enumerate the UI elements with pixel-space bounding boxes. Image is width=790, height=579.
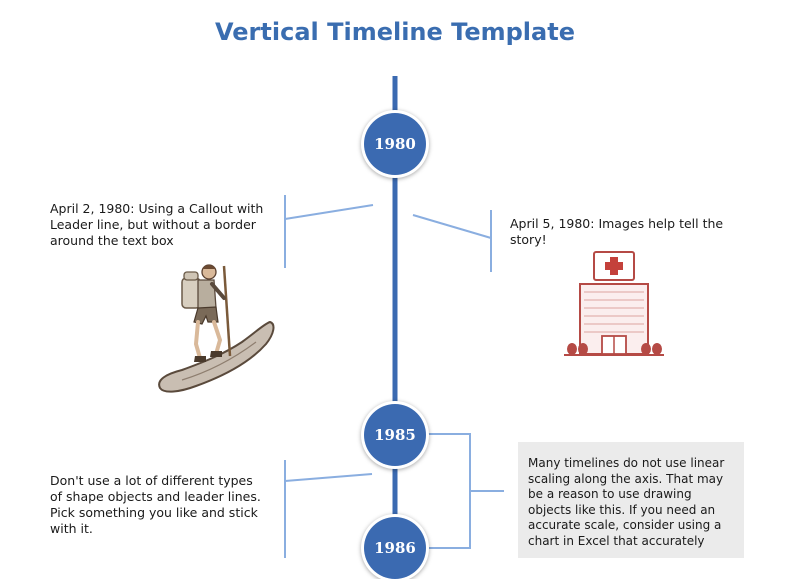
leader-line <box>412 214 492 239</box>
hiker-icon <box>158 264 275 393</box>
year-marker-1985: 1985 <box>364 404 426 466</box>
callout-right-1985: Many timelines do not use linear scaling… <box>528 456 725 548</box>
callout-box-right-1985: Many timelines do not use linear scaling… <box>518 442 744 558</box>
year-marker-1980: 1980 <box>364 113 426 175</box>
page-title: Vertical Timeline Template <box>215 18 575 46</box>
callout-right-1980: April 5, 1980: Images help tell the stor… <box>510 216 724 247</box>
year-marker-1986: 1986 <box>364 517 426 579</box>
leader-line <box>284 473 373 482</box>
leader-line <box>284 204 374 220</box>
leader-bracket <box>420 433 471 549</box>
callout-left-1980: April 2, 1980: Using a Callout with Lead… <box>50 201 264 248</box>
callout-left-1985: Don't use a lot of different types of sh… <box>50 473 261 536</box>
hospital-icon <box>564 251 664 356</box>
